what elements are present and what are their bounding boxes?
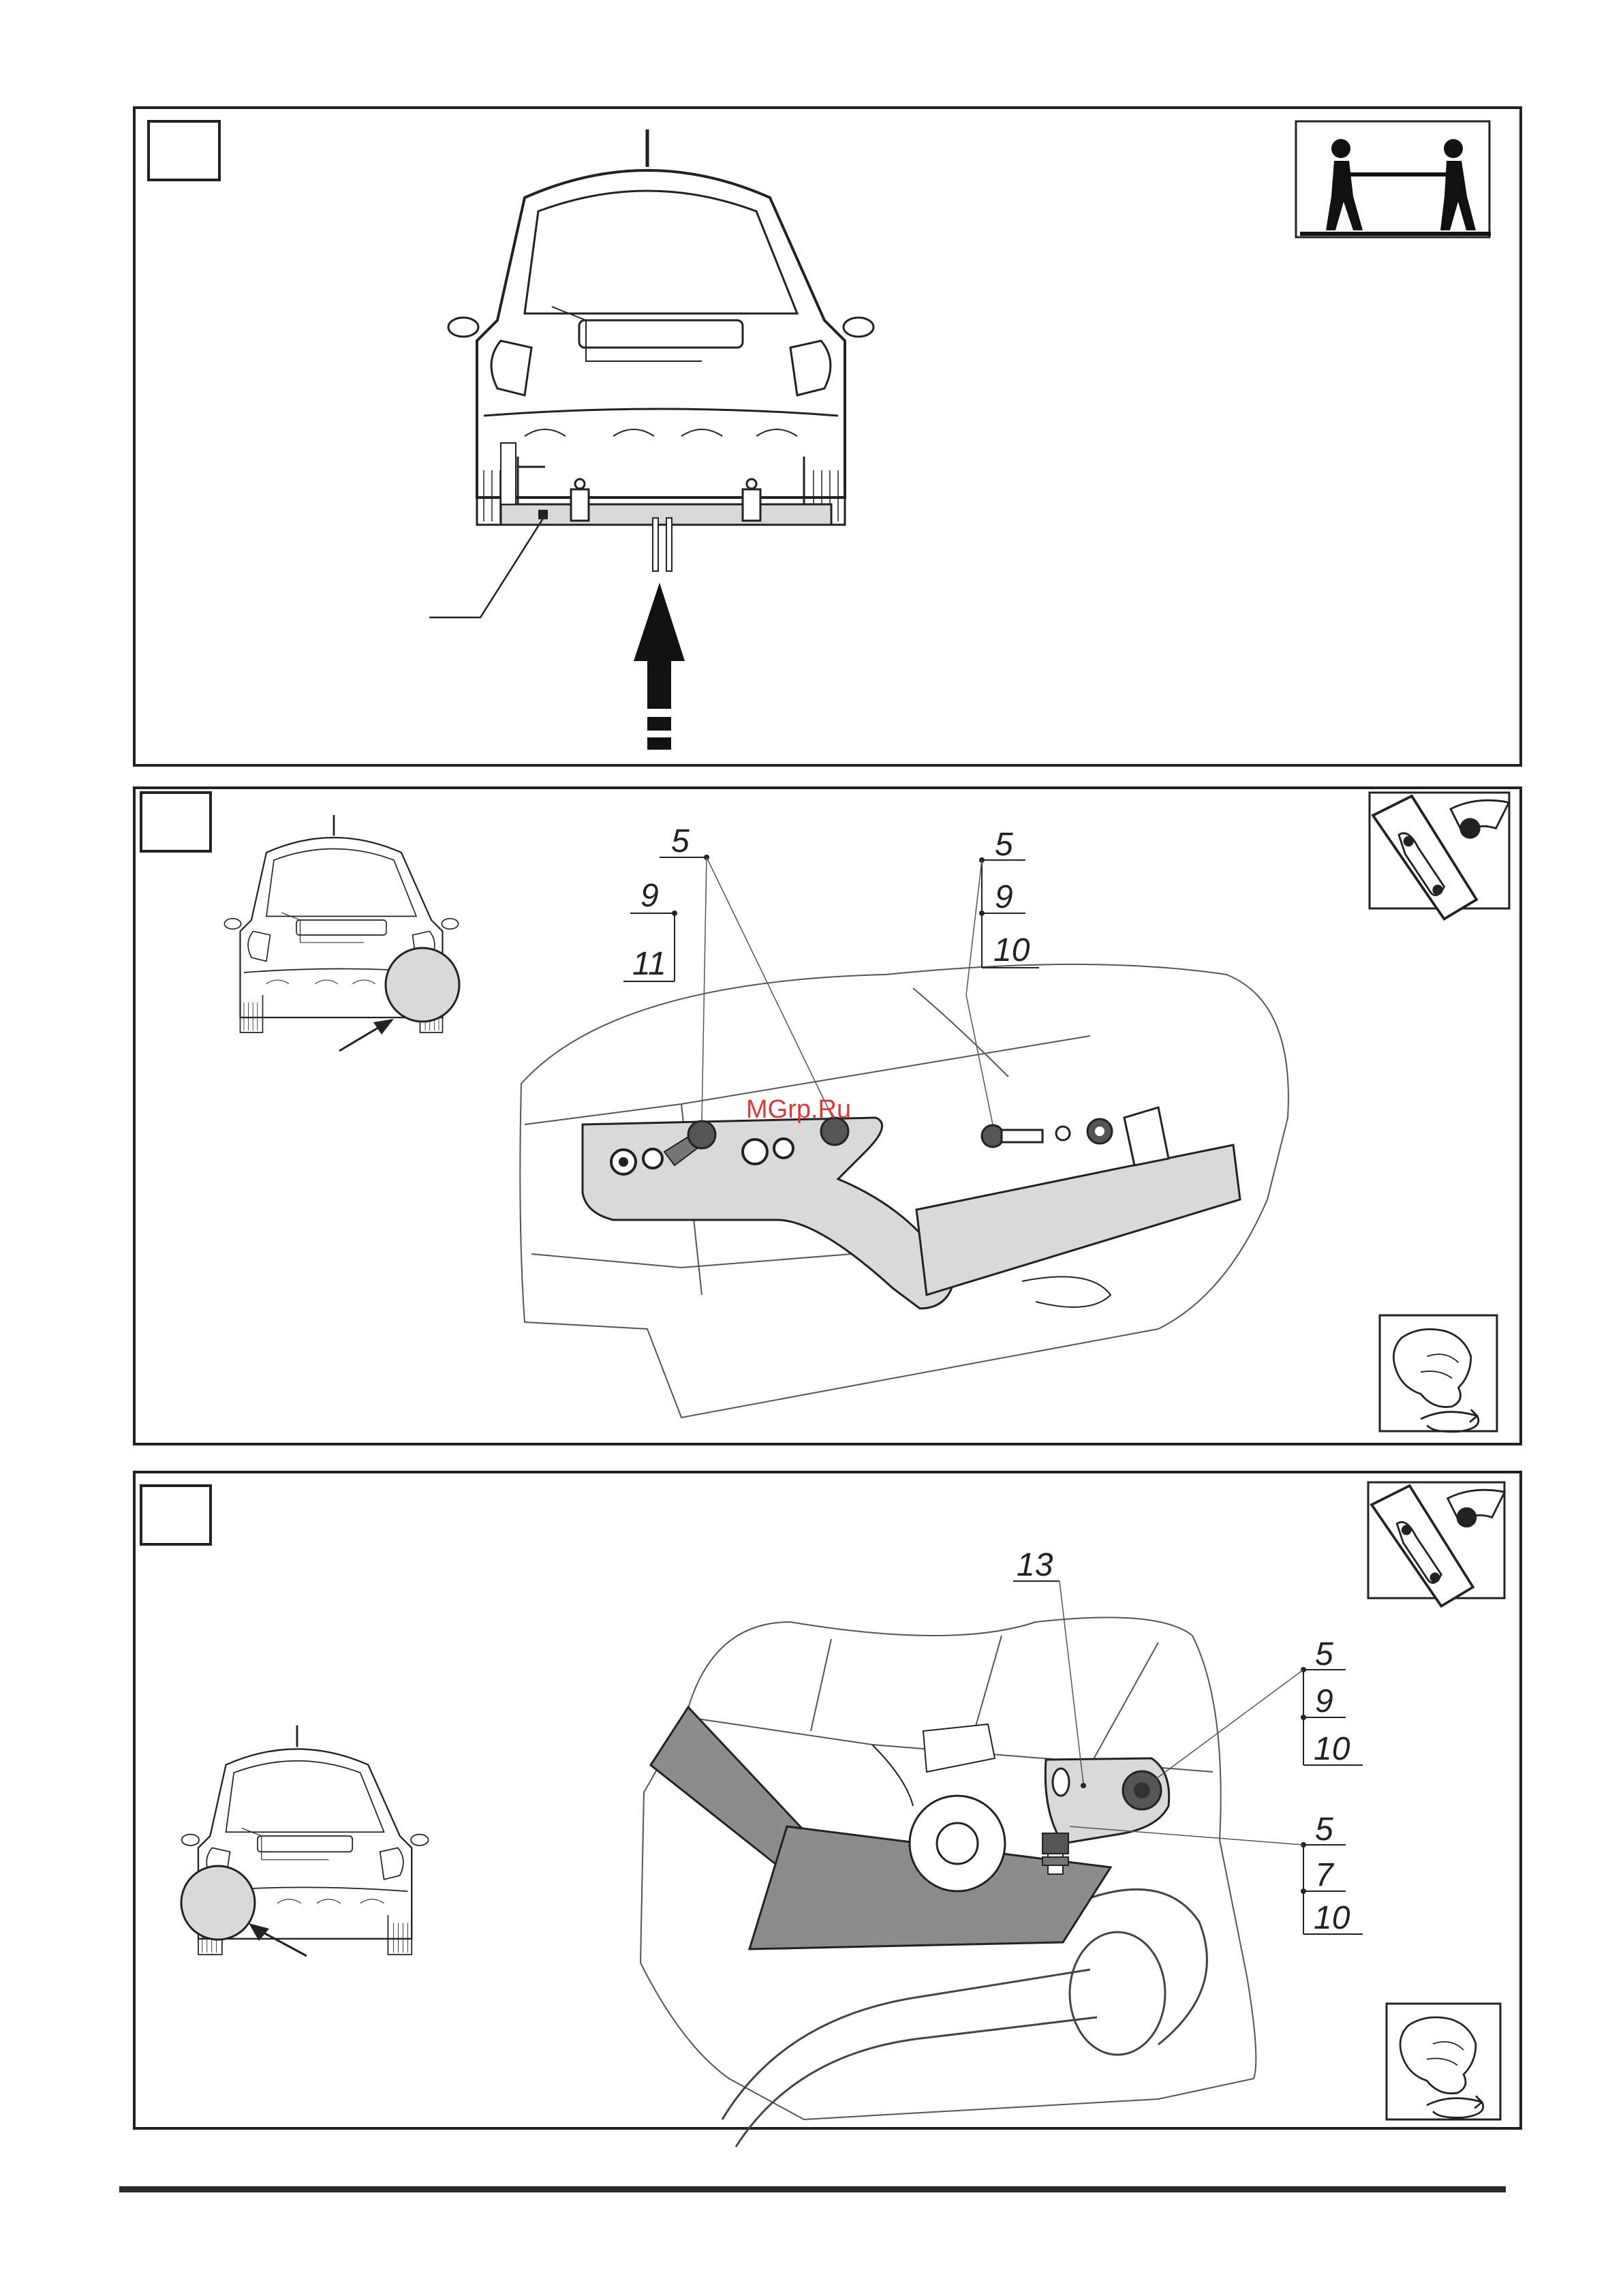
detail-zoom-circle bbox=[386, 948, 459, 1022]
callout-upper-item-3: 10 bbox=[1314, 1731, 1350, 1767]
detail-zoom-circle bbox=[181, 1866, 255, 1940]
callout-part-number: 13 bbox=[1017, 1547, 1053, 1583]
callout-right-item-3: 10 bbox=[993, 932, 1030, 968]
step-3-number-box bbox=[141, 1486, 211, 1544]
callout-upper-item-1: 5 bbox=[1315, 1636, 1333, 1672]
hand-tighten-icon bbox=[1387, 2004, 1500, 2119]
step-1-number-box bbox=[149, 121, 219, 180]
callout-left-item-1: 5 bbox=[671, 823, 690, 859]
callout-upper-item-2: 9 bbox=[1315, 1683, 1333, 1719]
under-car-mechanic-icon bbox=[1370, 793, 1509, 919]
callout-left-item-3: 11 bbox=[632, 946, 666, 982]
two-person-lift-icon bbox=[1296, 121, 1491, 237]
footer-rule bbox=[119, 2186, 1506, 2192]
step-2-panel: 5 9 11 5 9 10 MGrp.Ru bbox=[134, 788, 1521, 1444]
callout-left-item-2: 9 bbox=[640, 878, 659, 914]
step-1-panel bbox=[134, 108, 1521, 765]
watermark: MGrp.Ru bbox=[746, 1095, 851, 1124]
callout-lower-item-2: 7 bbox=[1315, 1857, 1335, 1893]
hand-tighten-icon bbox=[1380, 1315, 1497, 1432]
callout-lower-item-1: 5 bbox=[1315, 1811, 1333, 1848]
callout-lower-item-3: 10 bbox=[1314, 1900, 1350, 1936]
step-2-number-box bbox=[141, 793, 211, 851]
callout-right-item-1: 5 bbox=[995, 827, 1013, 863]
under-car-mechanic-icon bbox=[1368, 1482, 1504, 1606]
callout-right-item-2: 9 bbox=[995, 879, 1013, 915]
step-3-panel: 13 5 9 10 5 7 10 bbox=[134, 1472, 1521, 2147]
